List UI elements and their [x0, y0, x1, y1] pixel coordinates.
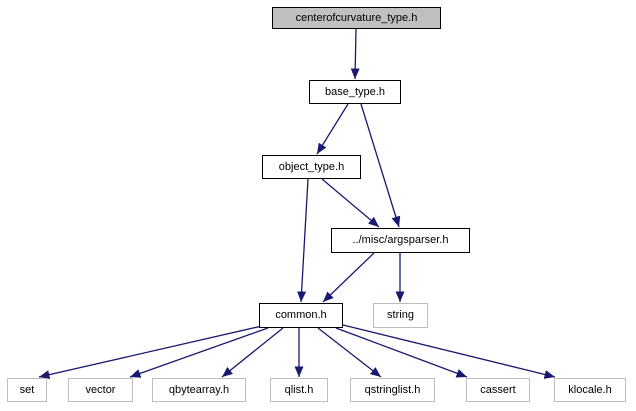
edge-base_type_h-to-object_type_h [316, 103, 349, 155]
edge-common_h-to-set [38, 325, 263, 380]
edge-object_type_h-to-common_h [297, 178, 309, 303]
edge-common_h-to-cassert [335, 327, 468, 378]
node-centerofcurvature_type_h: centerofcurvature_type.h [272, 7, 441, 29]
node-string[interactable]: string [373, 303, 428, 328]
node-vector[interactable]: vector [68, 378, 133, 402]
node-cassert[interactable]: cassert [466, 378, 530, 402]
edge-centerofcurvature_type_h-to-base_type_h [350, 28, 360, 80]
node-qbytearray_h[interactable]: qbytearray.h [152, 378, 246, 402]
node-set[interactable]: set [7, 378, 47, 402]
edge-argsparser_h-to-common_h [322, 252, 375, 303]
edge-object_type_h-to-argsparser_h [321, 178, 380, 228]
node-common_h[interactable]: common.h [259, 303, 343, 328]
edge-common_h-to-qbytearray_h [221, 327, 284, 378]
node-argsparser_h[interactable]: ../misc/argsparser.h [331, 228, 470, 253]
node-klocale_h[interactable]: klocale.h [554, 378, 626, 402]
edge-common_h-to-qstringlist_h [317, 327, 382, 378]
node-qstringlist_h[interactable]: qstringlist.h [350, 378, 435, 402]
edge-base_type_h-to-argsparser_h [360, 103, 401, 228]
node-qlist_h[interactable]: qlist.h [270, 378, 328, 402]
edge-common_h-to-klocale_h [342, 324, 556, 379]
node-object_type_h[interactable]: object_type.h [262, 155, 361, 179]
edge-common_h-to-vector [129, 327, 269, 378]
node-base_type_h[interactable]: base_type.h [309, 80, 401, 104]
